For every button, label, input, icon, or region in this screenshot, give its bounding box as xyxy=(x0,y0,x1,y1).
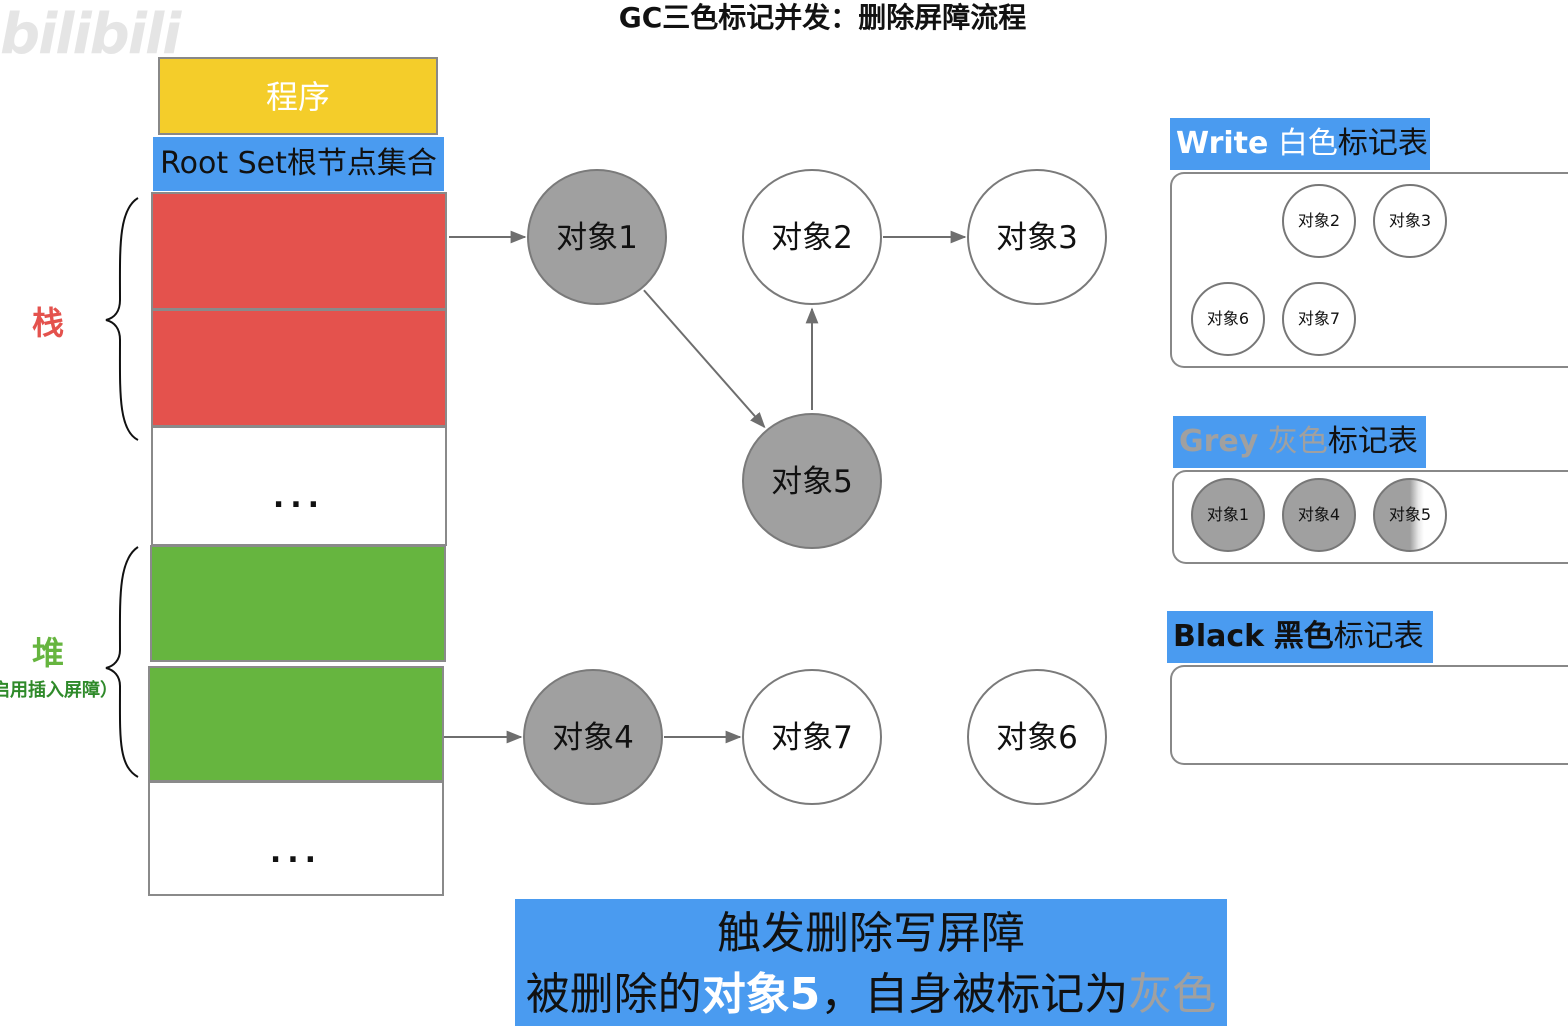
node-obj6 xyxy=(967,669,1107,805)
grey-table-header: Grey 灰色标记表 xyxy=(1173,416,1426,468)
node-label-obj3: 对象3 xyxy=(996,220,1078,256)
node-label-obj7: 对象7 xyxy=(771,720,853,756)
white-table-item: 对象6 xyxy=(1191,282,1265,356)
node-obj2 xyxy=(742,169,882,305)
grey-table-title-en: Grey xyxy=(1179,424,1259,459)
grey-table-item: 对象4 xyxy=(1282,478,1356,552)
heap-cell-1 xyxy=(150,545,446,662)
explanation-callout: 触发删除写屏障 被删除的对象5，自身被标记为灰色 xyxy=(515,899,1227,1026)
heap-cell-2 xyxy=(148,666,444,782)
edge-obj1-to-obj5 xyxy=(643,289,766,429)
callout-middle: ，自身被标记为 xyxy=(820,969,1129,1020)
white-table-title-en: Write xyxy=(1176,126,1269,161)
callout-line-1: 触发删除写屏障 xyxy=(717,908,1025,959)
black-table-title-color: 黑色 xyxy=(1273,619,1334,654)
callout-color: 灰色 xyxy=(1128,969,1217,1020)
stack-label: 栈 xyxy=(31,304,64,342)
node-obj7 xyxy=(742,669,882,805)
node-label-obj6: 对象6 xyxy=(996,720,1078,756)
white-table-item: 对象3 xyxy=(1373,184,1447,258)
node-label-obj1: 对象1 xyxy=(556,220,638,256)
grey-table-item: 对象5 xyxy=(1373,478,1447,552)
black-table-header: Black 黑色标记表 xyxy=(1167,611,1433,663)
root-set-block: Root Set根节点集合 xyxy=(153,137,444,191)
white-table-title-suffix: 标记表 xyxy=(1337,126,1428,161)
heap-label: 堆 xyxy=(31,634,64,672)
white-table-item: 对象2 xyxy=(1282,184,1356,258)
node-obj1 xyxy=(527,169,667,305)
black-table-title-en: Black xyxy=(1173,619,1265,654)
program-block: 程序 xyxy=(158,57,438,135)
page-title: GC三色标记并发：删除屏障流程 xyxy=(618,1,1027,34)
callout-line-2: 被删除的对象5，自身被标记为灰色 xyxy=(515,969,1227,1021)
node-obj3 xyxy=(967,169,1107,305)
node-label-obj4: 对象4 xyxy=(552,720,634,756)
white-table-title-color: 白色 xyxy=(1277,126,1338,161)
grey-table-box: 对象1 对象4 对象5 xyxy=(1172,470,1568,564)
bilibili-watermark: bilibili xyxy=(0,2,181,67)
heap-cell-ellipsis: ... xyxy=(148,781,444,896)
grey-table-title-suffix: 标记表 xyxy=(1327,424,1418,459)
heap-note: （不启用插入屏障） xyxy=(0,680,118,701)
black-table-title-suffix: 标记表 xyxy=(1333,619,1424,654)
callout-prefix: 被删除的 xyxy=(525,969,702,1020)
black-table-box xyxy=(1170,665,1568,765)
stack-cell-2 xyxy=(151,309,447,427)
grey-table-title-color: 灰色 xyxy=(1267,424,1328,459)
node-label-obj5: 对象5 xyxy=(771,464,853,500)
white-table-header: Write 白色标记表 xyxy=(1170,118,1430,170)
stack-brace-icon xyxy=(105,197,139,441)
heap-brace-icon xyxy=(105,546,139,778)
white-table-item: 对象7 xyxy=(1282,282,1356,356)
node-label-obj2: 对象2 xyxy=(771,220,853,256)
node-obj5 xyxy=(742,413,882,549)
white-table-box: 对象2 对象3 对象6 对象7 xyxy=(1170,172,1568,368)
callout-object: 对象5 xyxy=(701,969,821,1020)
node-obj4 xyxy=(523,669,663,805)
stack-cell-ellipsis: ... xyxy=(151,426,447,546)
grey-table-item: 对象1 xyxy=(1191,478,1265,552)
